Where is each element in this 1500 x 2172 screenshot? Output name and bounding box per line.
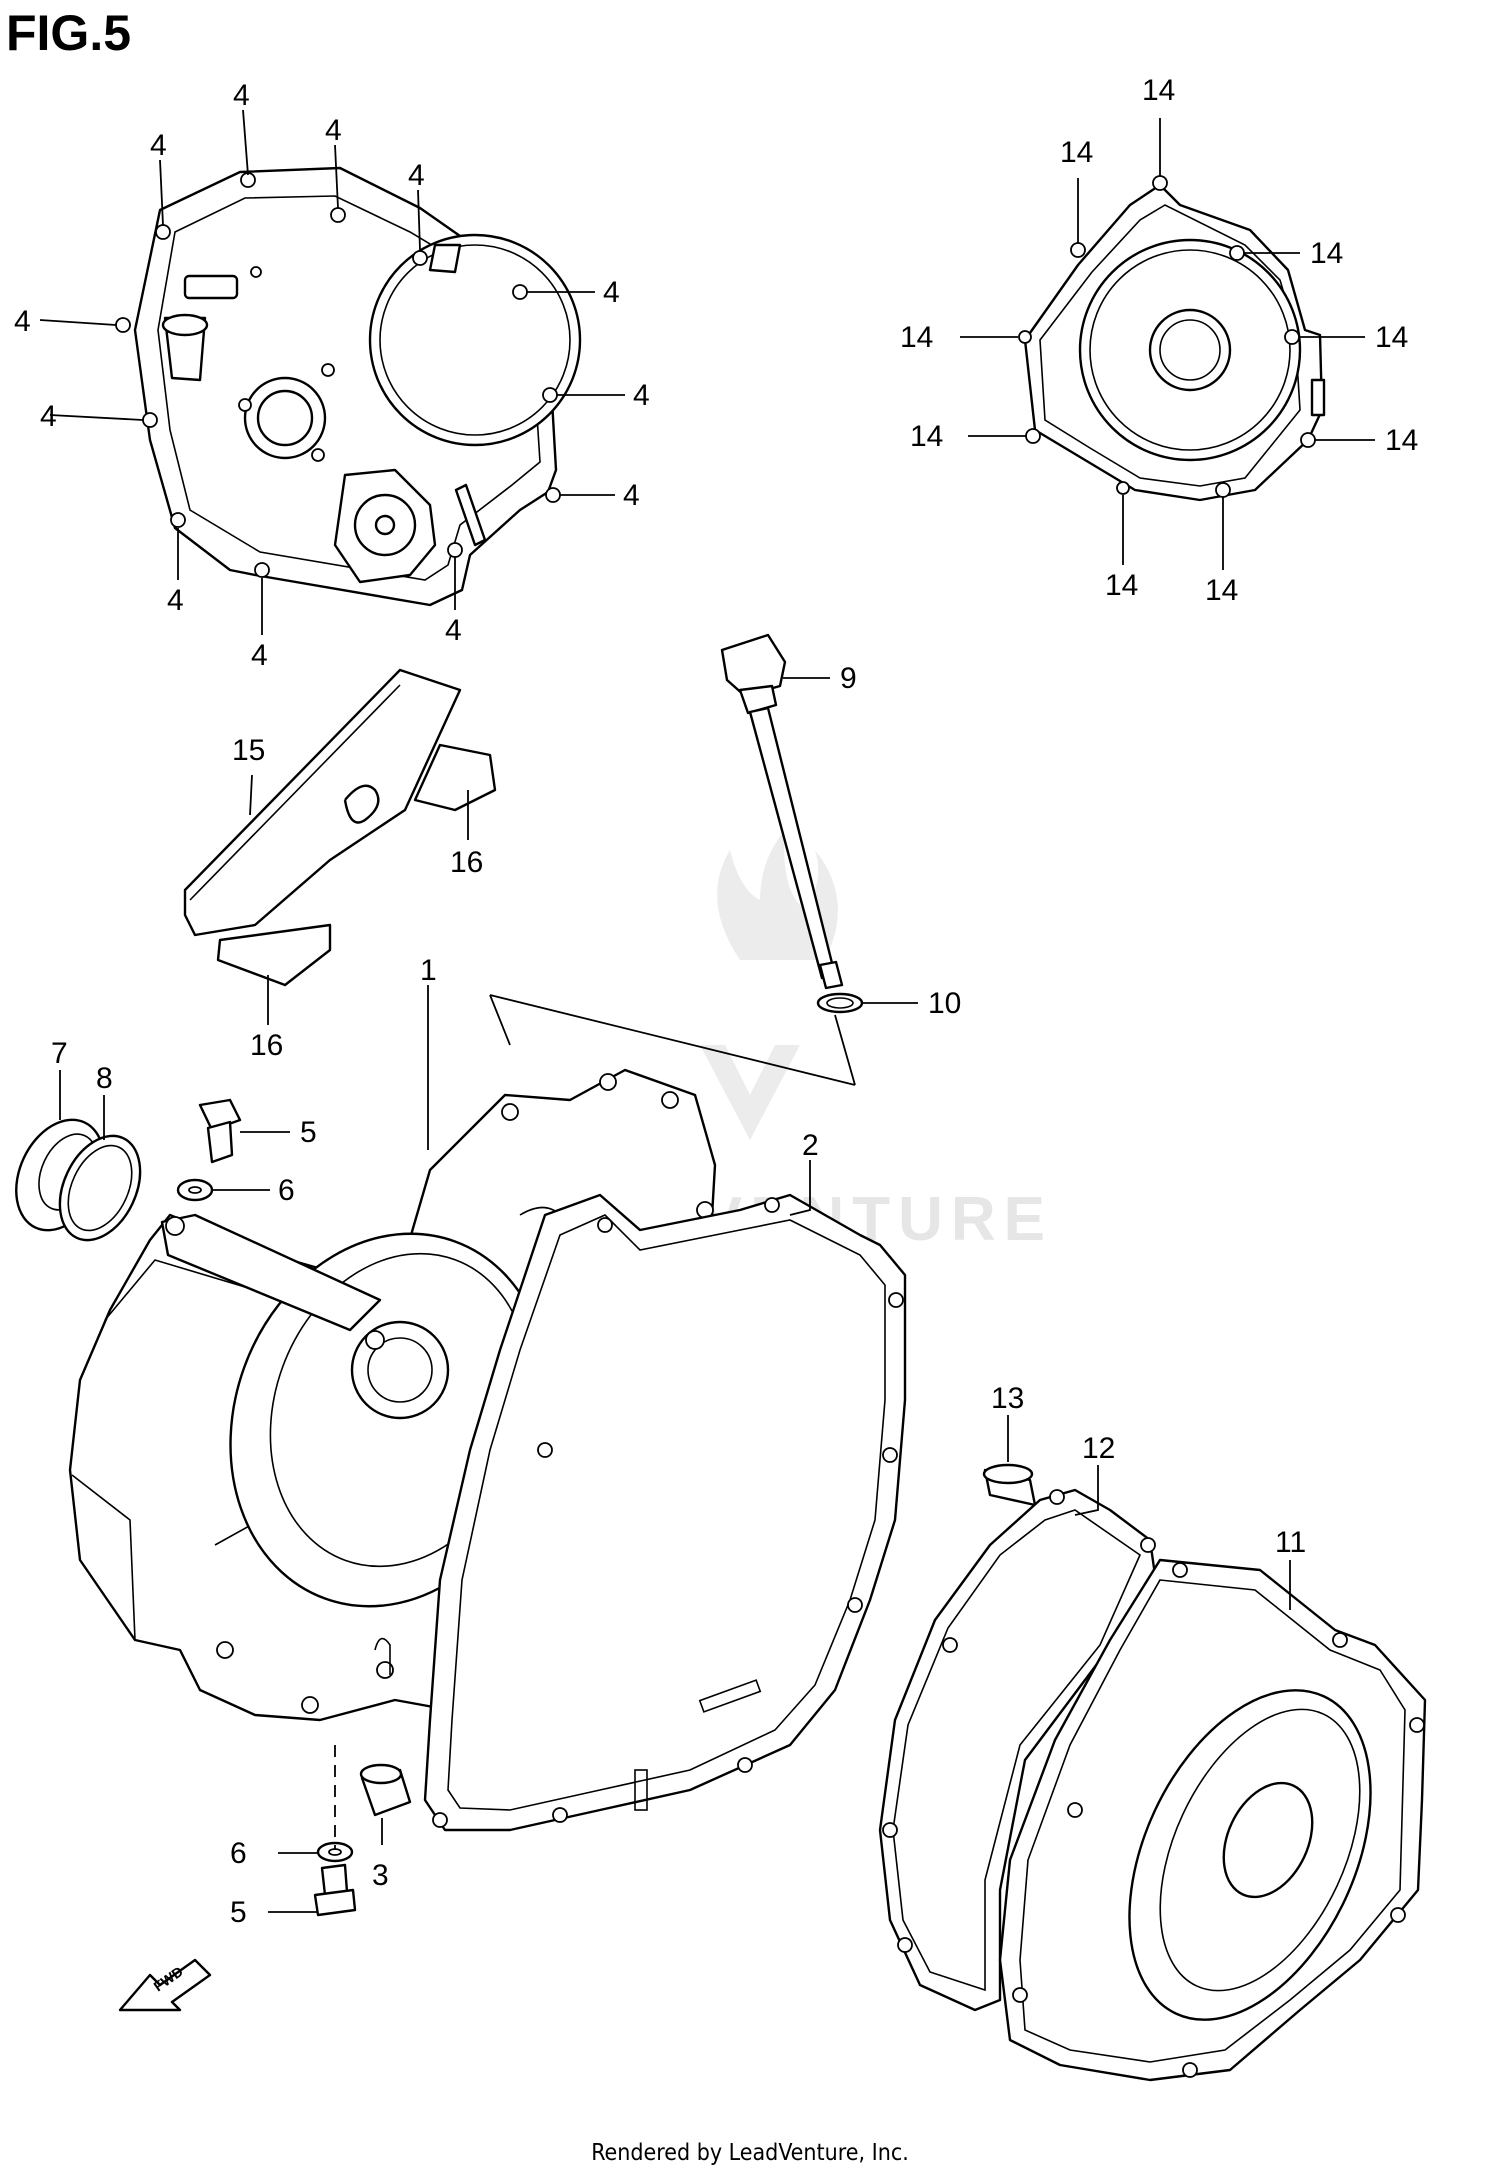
callout-4: 4: [40, 400, 57, 433]
assembly-bracket-line: [489, 994, 856, 1086]
leader-lines: [39, 109, 1375, 1913]
callout-6: 6: [278, 1174, 295, 1207]
o-ring-part-8: [58, 1134, 142, 1242]
watermark-v-icon: [700, 1045, 800, 1140]
bolt-upper-part-5: [198, 1098, 242, 1164]
callout-14: 14: [1310, 237, 1343, 270]
callout-4: 4: [445, 614, 462, 647]
callout-4: 4: [408, 159, 425, 192]
callout-1: 1: [420, 954, 437, 987]
callout-4: 4: [325, 114, 342, 147]
callout-4: 4: [150, 129, 167, 162]
washer-lower-part-6: [316, 1841, 354, 1863]
callout-10: 10: [928, 987, 961, 1020]
fwd-arrow-icon: [118, 1958, 212, 2012]
callout-numbers: 4 4 4 4 4 4 4 4 4 4 4 4 14 14 14 14 14 1…: [14, 74, 1418, 1929]
bolt-lower-part-5: [313, 1863, 357, 1917]
callout-14: 14: [1205, 574, 1238, 607]
callout-7: 7: [51, 1037, 68, 1070]
callout-14: 14: [1142, 74, 1175, 107]
callout-4: 4: [14, 305, 31, 338]
callout-11: 11: [1275, 1526, 1306, 1559]
fwd-direction-arrow[interactable]: FWD: [118, 1958, 212, 2012]
callout-2: 2: [802, 1129, 819, 1162]
dipstick-o-ring-part-10: [816, 992, 864, 1014]
callout-14: 14: [900, 321, 933, 354]
figure-title: FIG.5: [6, 5, 132, 61]
guide-pad-lower-part-16: [216, 923, 332, 987]
callout-4: 4: [633, 379, 650, 412]
callout-5: 5: [300, 1116, 317, 1149]
callout-14: 14: [1060, 136, 1093, 169]
washer-upper-part-6: [176, 1178, 214, 1202]
callout-4: 4: [233, 79, 250, 112]
render-credit-footer: Rendered by LeadVenture, Inc.: [591, 2140, 909, 2166]
callout-13: 13: [991, 1382, 1024, 1415]
callout-14: 14: [1385, 424, 1418, 457]
callout-3: 3: [372, 1859, 389, 1892]
generator-cover-part-11: [998, 1558, 1427, 2082]
callout-14: 14: [1105, 569, 1138, 602]
callout-4: 4: [167, 584, 184, 617]
callout-5: 5: [230, 1896, 247, 1929]
callout-14: 14: [1375, 321, 1408, 354]
clutch-cover-gasket-part-4: [115, 166, 582, 607]
callout-14: 14: [910, 420, 943, 453]
callout-4: 4: [251, 639, 268, 672]
callout-16: 16: [450, 846, 483, 879]
callout-6: 6: [230, 1837, 247, 1870]
oil-dipstick-part-9: [720, 633, 844, 990]
guide-pad-upper-part-16: [413, 743, 497, 812]
callout-8: 8: [96, 1062, 113, 1095]
callout-9: 9: [840, 662, 857, 695]
dowel-pin-part-3: [359, 1763, 412, 1817]
callout-4: 4: [603, 276, 620, 309]
dowel-pin-part-13: [982, 1463, 1037, 1507]
crankcase-gasket-part-2: [423, 1193, 907, 1832]
callout-12: 12: [1082, 1432, 1115, 1465]
callout-4: 4: [623, 479, 640, 512]
chain-guide-part-15: [183, 668, 462, 937]
callout-15: 15: [232, 734, 265, 767]
callout-16: 16: [250, 1029, 283, 1062]
generator-cover-gasket-part-12: [878, 1488, 1162, 2012]
generator-cover-gasket-part-14: [1018, 175, 1326, 502]
